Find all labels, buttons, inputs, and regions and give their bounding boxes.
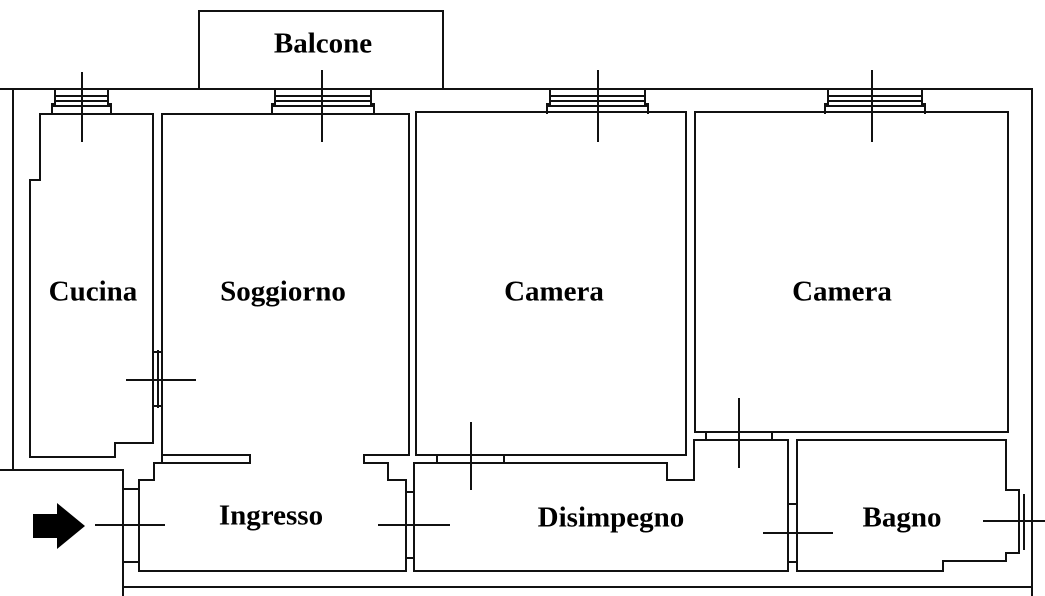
outer-wall-top <box>0 88 1033 596</box>
room-label-camera-2: Camera <box>792 276 892 308</box>
room-label-ingresso: Ingresso <box>219 500 323 532</box>
window-3 <box>921 90 926 114</box>
outer-wall-entrance <box>13 469 124 596</box>
window-2 <box>546 90 551 114</box>
room-label-soggiorno: Soggiorno <box>220 276 346 308</box>
disimpegno-outline <box>413 439 789 572</box>
room-label-bagno: Bagno <box>863 502 942 534</box>
bagno-outline <box>796 439 1020 572</box>
window-0 <box>51 90 56 114</box>
room-label-camera-1: Camera <box>504 276 604 308</box>
camera-1-outline <box>415 111 687 456</box>
room-label-cucina: Cucina <box>49 276 138 308</box>
entrance-arrow-icon <box>33 503 85 549</box>
walls <box>0 10 1033 596</box>
window-0 <box>107 90 112 114</box>
window-2 <box>644 90 649 114</box>
balcone-outline <box>198 10 444 89</box>
room-label-balcone: Balcone <box>274 28 372 60</box>
doors-and-windows <box>51 70 1045 563</box>
window-3 <box>824 90 829 114</box>
soggiorno-outline <box>138 113 410 572</box>
cucina-outline <box>29 113 154 458</box>
soggiorno-wall-stub <box>162 454 251 464</box>
outer-wall-left <box>0 89 14 471</box>
window-1 <box>271 90 276 114</box>
camera-2-outline <box>694 111 1009 433</box>
room-label-disimpegno: Disimpegno <box>538 502 685 534</box>
window-1 <box>370 90 375 114</box>
